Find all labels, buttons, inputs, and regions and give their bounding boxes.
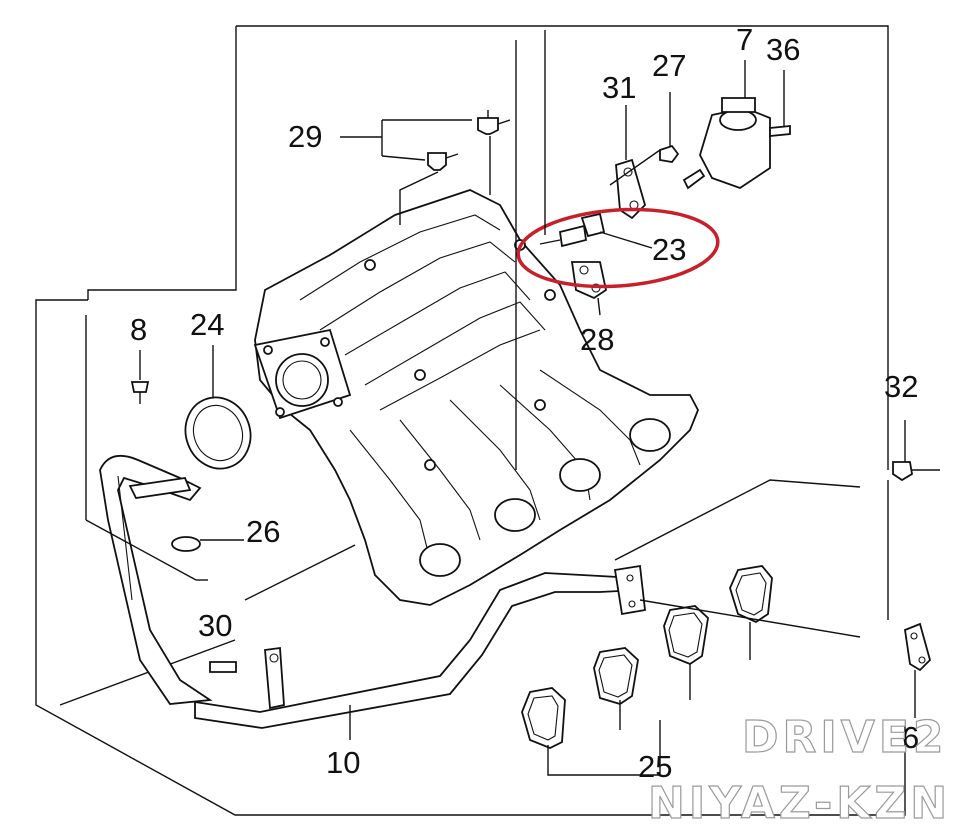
callout-23: 23 <box>652 232 686 267</box>
highlight-ellipse <box>516 207 720 289</box>
callout-25: 25 <box>638 749 672 784</box>
callout-labels: 29 31 27 7 36 23 28 8 24 32 26 30 10 25 … <box>130 22 919 784</box>
part-23-sensor <box>539 212 653 249</box>
watermark-line-1: DRIVE2 <box>742 712 948 763</box>
callout-29: 29 <box>288 119 322 154</box>
callout-6: 6 <box>902 720 919 755</box>
part-32-6 <box>892 420 940 718</box>
callout-28: 28 <box>580 322 614 357</box>
callout-30: 30 <box>198 608 232 643</box>
callout-27: 27 <box>652 48 686 83</box>
watermark: DRIVE2 NIYAZ-KZN <box>647 711 951 829</box>
guide-lines <box>244 30 861 638</box>
part-25-gaskets <box>521 565 773 776</box>
part-27-31 <box>609 92 680 220</box>
part-26-oring <box>171 536 244 552</box>
callout-31: 31 <box>602 70 636 105</box>
part-28-bracket <box>570 261 608 316</box>
callout-8: 8 <box>130 312 147 347</box>
part-29-studs <box>340 110 511 225</box>
part-8-24 <box>130 345 252 470</box>
watermark-line-2: NIYAZ-KZN <box>648 778 951 829</box>
callout-10: 10 <box>326 745 360 780</box>
callout-32: 32 <box>884 369 918 404</box>
callout-7: 7 <box>736 22 753 57</box>
callout-24: 24 <box>190 307 224 342</box>
part-30-tube <box>85 315 213 705</box>
part-7-valve <box>682 60 791 190</box>
callout-26: 26 <box>246 514 280 549</box>
callout-36: 36 <box>766 32 800 67</box>
part-10-tube <box>194 564 646 740</box>
intake-manifold <box>253 189 699 606</box>
